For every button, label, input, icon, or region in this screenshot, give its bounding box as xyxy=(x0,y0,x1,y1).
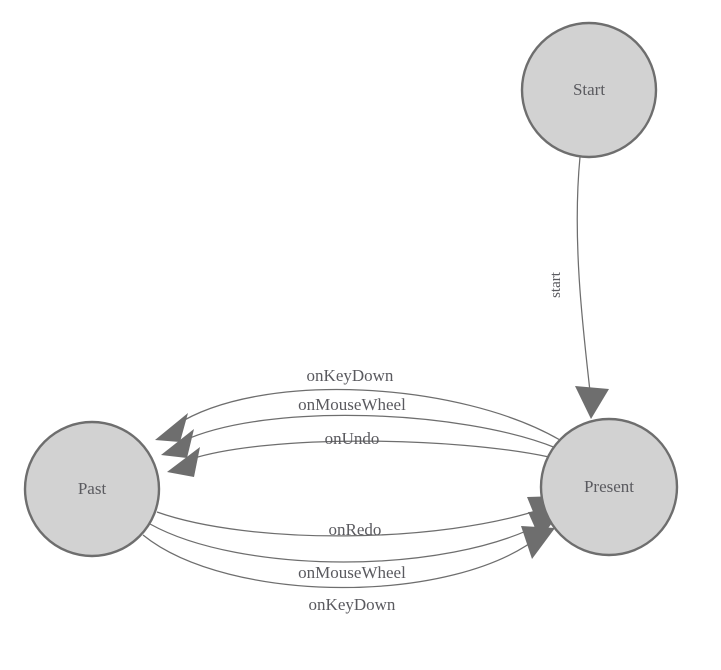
edge-label-past-to-present-mousewheel: onMouseWheel xyxy=(298,563,406,582)
edge-past-to-present-mousewheel[interactable]: onMouseWheel xyxy=(149,511,561,582)
edge-path-present-to-past-undo xyxy=(190,440,550,460)
edge-path-past-to-present-mousewheel xyxy=(149,521,546,563)
node-start-label: Start xyxy=(573,80,605,99)
node-past[interactable]: Past xyxy=(23,420,161,558)
node-present-circle xyxy=(539,417,679,557)
edge-past-to-present-keydown[interactable]: onKeyDown xyxy=(142,526,555,614)
node-past-circle xyxy=(23,420,161,558)
edge-present-to-past-keydown[interactable]: onKeyDown xyxy=(155,366,561,442)
edge-label-present-to-past-undo: onUndo xyxy=(325,429,380,448)
node-start[interactable]: Start xyxy=(520,21,658,159)
edge-label-past-to-present-keydown: onKeyDown xyxy=(309,595,396,614)
edge-label-past-to-present-redo: onRedo xyxy=(329,520,382,539)
edge-path-start-to-present xyxy=(576,156,592,401)
node-present-label: Present xyxy=(584,477,634,496)
edge-path-past-to-present-keydown xyxy=(142,534,542,589)
edge-label-present-to-past-keydown: onKeyDown xyxy=(307,366,394,385)
node-past-label: Past xyxy=(78,479,107,498)
edge-path-past-to-present-redo xyxy=(156,507,546,537)
arrowhead-present-to-past-mousewheel xyxy=(161,429,194,458)
arrowhead-present-to-past-undo xyxy=(167,447,200,477)
edge-past-to-present-redo[interactable]: onRedo xyxy=(156,496,560,539)
edge-present-to-past-mousewheel[interactable]: onMouseWheel xyxy=(161,395,557,458)
edge-label-present-to-past-mousewheel: onMouseWheel xyxy=(298,395,406,414)
edge-start-to-present[interactable]: start xyxy=(548,156,609,419)
edge-label-start: start xyxy=(548,271,564,298)
arrowhead-present-to-past-keydown xyxy=(155,413,188,442)
arrowhead-past-to-present-keydown xyxy=(521,526,555,559)
node-start-circle xyxy=(520,21,658,159)
edge-path-present-to-past-keydown xyxy=(175,388,561,441)
arrowhead-start-to-present xyxy=(575,386,609,419)
edge-present-to-past-undo[interactable]: onUndo xyxy=(167,429,550,477)
node-present[interactable]: Present xyxy=(539,417,679,557)
edge-path-present-to-past-mousewheel xyxy=(182,414,557,449)
